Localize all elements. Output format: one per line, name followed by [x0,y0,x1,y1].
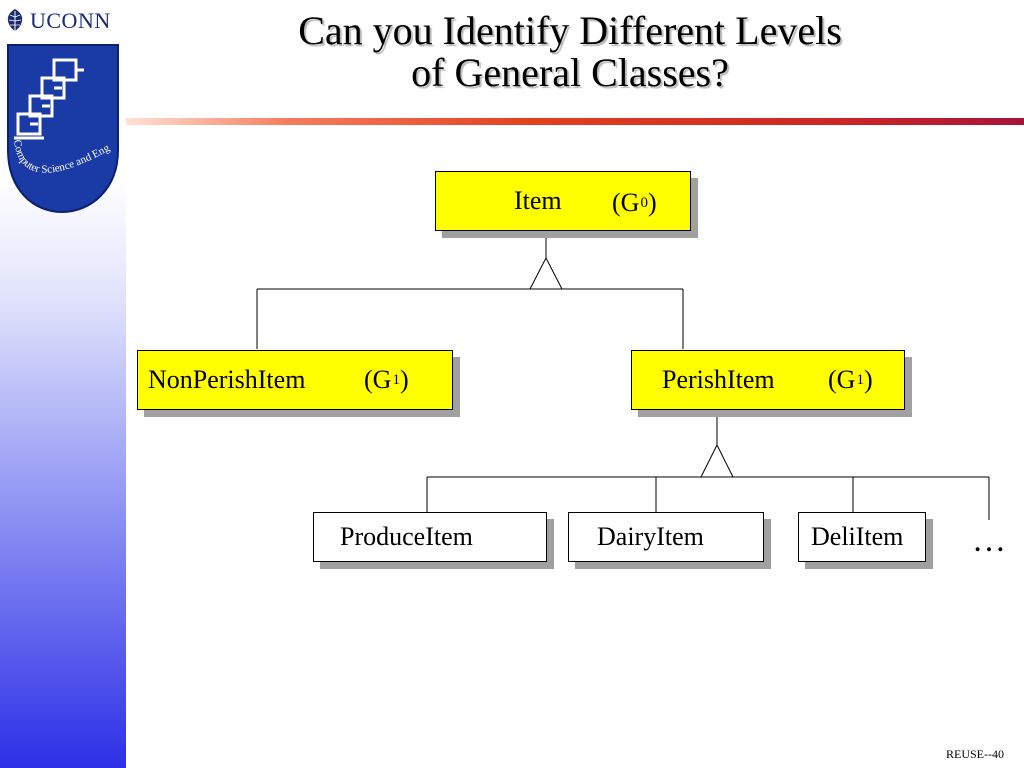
class-box-nonperishitem[interactable]: NonPerishItem (G1) [137,350,453,410]
class-box-dairyitem[interactable]: DairyItem [568,512,764,562]
title-line-1: Can you Identify Different Levels [298,8,842,53]
uconn-brand: UCONN [4,4,111,38]
generalization-triangle-perish [700,443,734,478]
generality-level: (G1) [828,365,873,394]
class-box-deliitem[interactable]: DeliItem [798,512,926,562]
class-name: DairyItem [597,522,704,551]
more-subclasses-ellipsis: … [972,522,1006,559]
generality-level: (G1) [364,365,409,394]
title-line-2: of General Classes? [411,50,729,95]
class-name: Item [514,186,562,215]
class-box-produceitem[interactable]: ProduceItem [313,512,547,562]
slide-title: Can you Identify Different Levels of Gen… [160,10,980,94]
slide-number: REUSE--40 [946,747,1004,761]
title-divider [126,118,1024,125]
cse-seal-icon: Computer Science and Engineering [0,40,119,214]
class-name: NonPerishItem [148,365,306,394]
class-name: ProduceItem [340,522,473,551]
class-name: PerishItem [662,365,775,394]
class-box-item[interactable]: Item (G0) [435,171,691,231]
generality-level: (G0) [612,188,657,217]
class-box-perishitem[interactable]: PerishItem (G1) [631,350,905,410]
class-name: DeliItem [811,522,904,551]
generalization-triangle-root [529,256,563,290]
oak-leaf-icon [7,9,23,33]
uconn-logo-text: UCONN [30,8,111,33]
